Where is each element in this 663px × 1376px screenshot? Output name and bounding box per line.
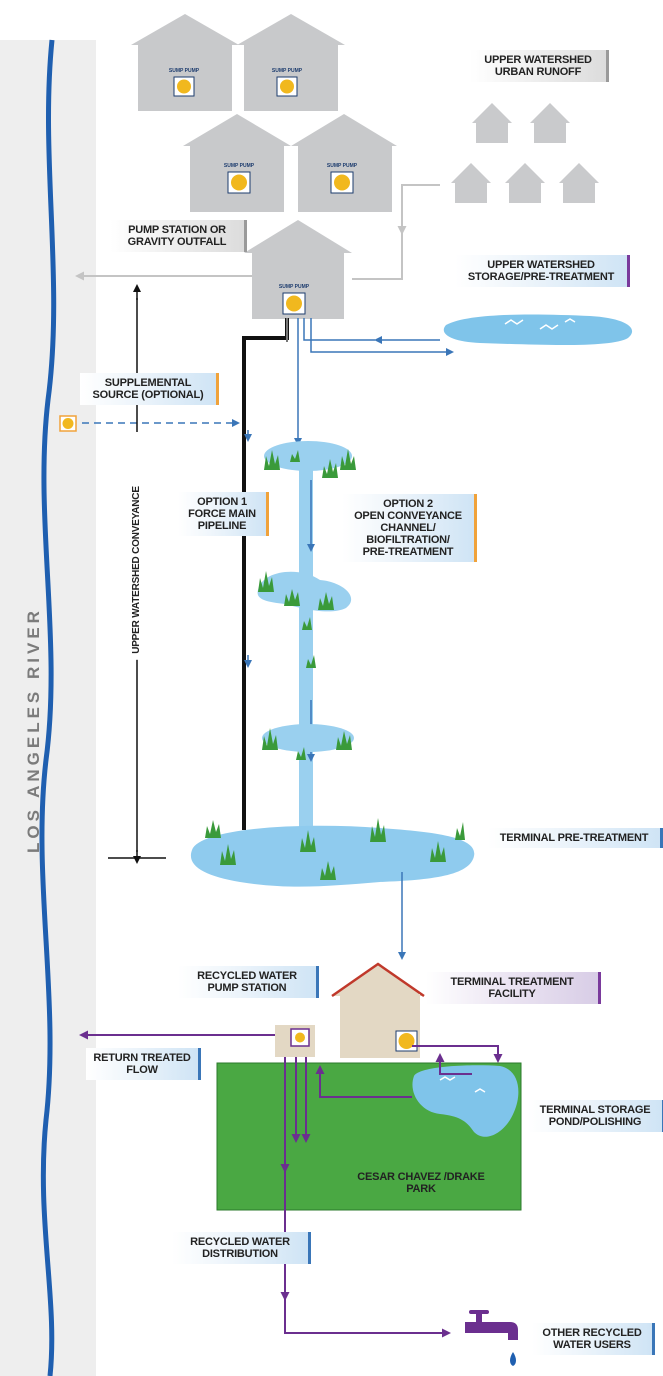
supplemental-source-label: SUPPLEMENTAL SOURCE (OPTIONAL) <box>80 373 219 405</box>
wetland-lower <box>262 724 354 760</box>
faucet-icon <box>465 1310 518 1340</box>
river-line <box>39 39 57 1376</box>
terminal-storage-label: TERMINAL STORAGE POND/POLISHING <box>528 1100 663 1132</box>
option2-label: OPTION 2 OPEN CONVEYANCE CHANNEL/ BIOFIL… <box>342 494 477 562</box>
sump-pump-label: SUMP PUMP <box>168 68 200 74</box>
sump-pump-label: SUMP PUMP <box>223 163 255 169</box>
terminal-storage-pond <box>412 1065 519 1137</box>
house-icon <box>505 163 545 203</box>
upper-watershed-conveyance-label: UPPER WATERSHED CONVEYANCE <box>129 480 145 660</box>
pump-icon <box>276 76 298 97</box>
return-treated-flow-label: RETURN TREATED FLOW <box>86 1048 201 1080</box>
pump-icon <box>290 1028 310 1047</box>
sump-pump-label: SUMP PUMP <box>278 284 310 290</box>
upper-watershed-runoff-label: UPPER WATERSHED URBAN RUNOFF <box>470 50 609 82</box>
recycled-pump-station-label: RECYCLED WATER PUMP STATION <box>178 966 319 998</box>
house-icon <box>472 103 512 143</box>
pump-station-label: PUMP STATION OR GRAVITY OUTFALL <box>110 220 247 252</box>
park-label: CESAR CHAVEZ /DRAKE PARK <box>357 1171 485 1195</box>
upper-storage-label: UPPER WATERSHED STORAGE/PRE-TREATMENT <box>455 255 630 287</box>
wetland-upper <box>264 441 356 478</box>
pump-icon <box>330 171 354 194</box>
pump-icon <box>395 1030 418 1052</box>
other-users-label: OTHER RECYCLED WATER USERS <box>532 1323 655 1355</box>
pump-icon <box>227 171 251 194</box>
sump-pump-label: SUMP PUMP <box>271 68 303 74</box>
upper-storage-pond <box>443 314 633 346</box>
house-icon <box>237 14 345 111</box>
wetland-mid <box>257 571 352 668</box>
terminal-pretreatment-pond <box>190 825 475 887</box>
house-icon <box>559 163 599 203</box>
pump-icon <box>59 415 77 432</box>
river-label: LOS ANGELES RIVER <box>24 607 43 853</box>
house-icon <box>451 163 491 203</box>
sump-pump-label: SUMP PUMP <box>326 163 358 169</box>
pump-icon <box>173 76 195 97</box>
water-drop-icon <box>510 1352 516 1366</box>
option1-label: OPTION 1 FORCE MAIN PIPELINE <box>178 492 269 536</box>
pump-icon <box>282 292 306 315</box>
terminal-pretreatment-label: TERMINAL PRE-TREATMENT <box>488 828 663 848</box>
house-icon <box>291 114 397 212</box>
recycled-distribution-label: RECYCLED WATER DISTRIBUTION <box>172 1232 311 1264</box>
house-icon <box>530 103 570 143</box>
terminal-treatment-label: TERMINAL TREATMENT FACILITY <box>426 972 601 1004</box>
